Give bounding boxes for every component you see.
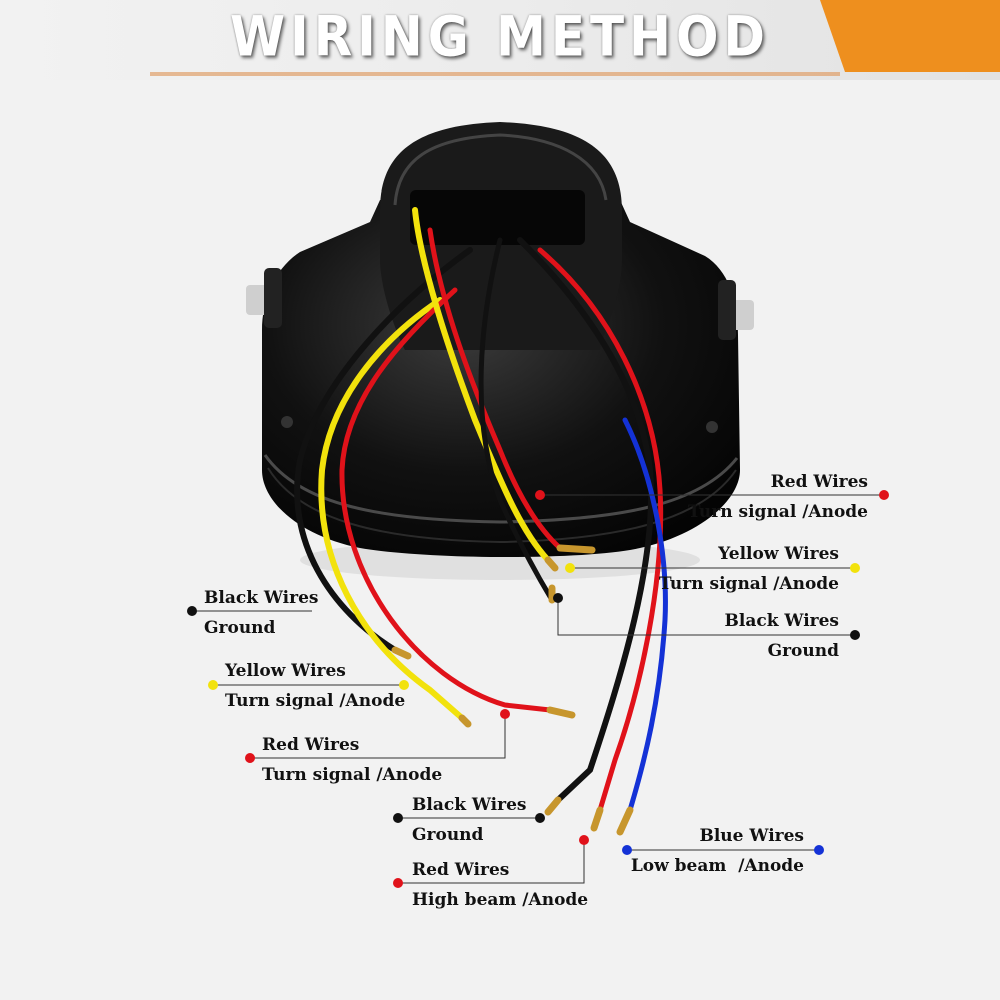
label-red-turn-left-name: Red Wires <box>262 735 360 755</box>
label-black-ground-bottom-name: Black Wires <box>412 795 527 815</box>
page-title: WIRING METHOD <box>229 5 771 69</box>
red-wire-right <box>537 247 664 813</box>
label-yellow-turn-left-name: Yellow Wires <box>225 661 346 681</box>
headlight-body <box>246 122 754 580</box>
label-yellow-turn-right-func: Turn signal /Anode <box>658 574 839 594</box>
orange-accent <box>820 0 1000 72</box>
black-wire-center <box>478 237 555 603</box>
label-blue-low-beam-name: Blue Wires <box>699 826 804 846</box>
label-red-high-beam-func: High beam /Anode <box>412 890 589 910</box>
label-black-ground-bottom-func: Ground <box>412 825 484 845</box>
red-wire-left <box>339 287 553 713</box>
label-black-ground-left-name: Black Wires <box>204 588 319 608</box>
marker-dots <box>187 490 889 888</box>
label-black-ground-left-func: Ground <box>204 618 276 638</box>
label-yellow-turn-left-func: Turn signal /Anode <box>225 691 406 711</box>
red-wire-center <box>427 227 563 551</box>
yellow-wire-left <box>318 297 465 721</box>
black-wire-right <box>517 237 655 803</box>
label-yellow-turn-right-name: Yellow Wires <box>718 544 839 564</box>
label-black-ground-right-name: Black Wires <box>724 611 839 631</box>
black-wire-left <box>294 247 473 653</box>
label-red-turn-left-func: Turn signal /Anode <box>262 765 443 785</box>
label-red-high-beam-name: Red Wires <box>412 860 510 880</box>
label-black-ground-right-func: Ground <box>767 641 839 661</box>
leader-lines <box>192 494 884 884</box>
label-blue-low-beam-func: Low beam /Anode <box>630 856 804 876</box>
wires <box>294 207 668 836</box>
header-underline <box>150 72 840 76</box>
blue-wire-right <box>622 417 668 813</box>
yellow-wire-center <box>412 207 551 563</box>
label-red-turn-right-name: Red Wires <box>770 472 868 492</box>
label-red-turn-right-func: Turn signal /Anode <box>687 502 868 522</box>
